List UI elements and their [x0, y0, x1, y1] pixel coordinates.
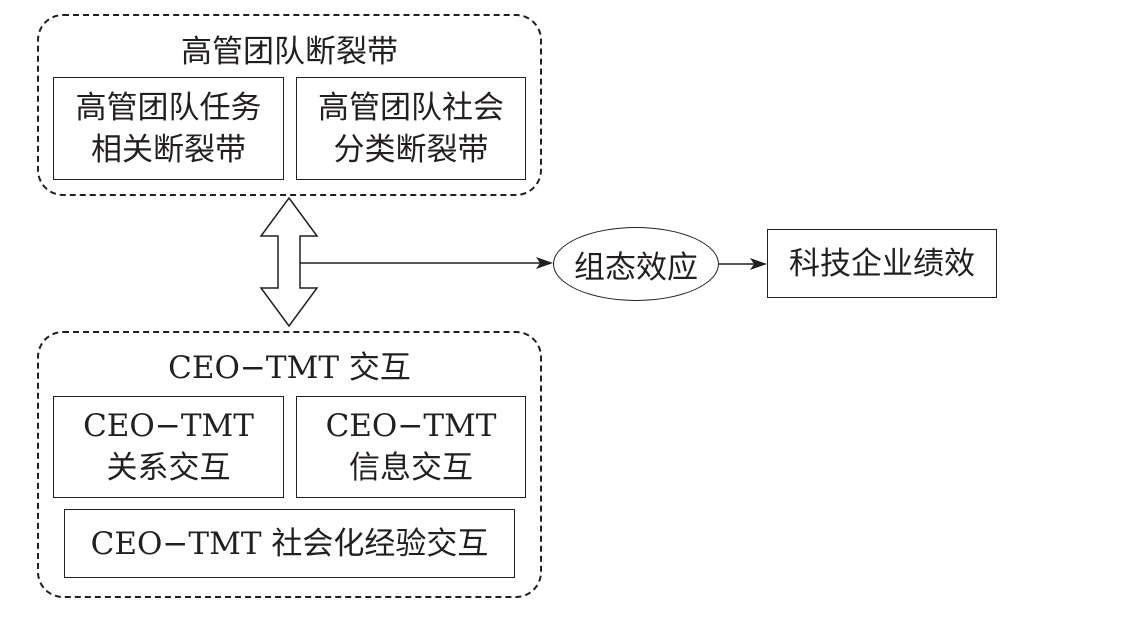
arrow-to-mediator-head: [536, 257, 553, 269]
social-faultline-line2: 分类断裂带: [333, 131, 489, 168]
arrow-to-outcome-head: [750, 258, 767, 270]
double-arrow: [259, 196, 319, 328]
information-interaction-box: CEO−TMT 信息交互: [296, 396, 526, 498]
top-group-title: 高管团队断裂带: [181, 34, 398, 70]
socialization-experience-box: CEO−TMT 社会化经验交互: [64, 509, 515, 578]
task-faultline-line2: 相关断裂带: [91, 131, 246, 168]
relation-interaction-line2: 关系交互: [106, 450, 231, 486]
bottom-group-frame: CEO−TMT 交互: [37, 331, 542, 598]
configuration-effect-ellipse: 组态效应: [553, 227, 719, 301]
task-faultline-box: 高管团队任务 相关断裂带: [53, 77, 284, 180]
social-faultline-line1: 高管团队社会: [318, 89, 504, 126]
task-faultline-line1: 高管团队任务: [75, 89, 262, 126]
information-interaction-line2: 信息交互: [349, 450, 473, 486]
relation-interaction-box: CEO−TMT 关系交互: [53, 396, 284, 498]
bottom-group-title: CEO−TMT 交互: [168, 350, 411, 386]
relation-interaction-line1: CEO−TMT: [83, 408, 254, 444]
top-group-frame: 高管团队断裂带: [37, 14, 542, 196]
firm-performance-box: 科技企业绩效: [767, 229, 997, 298]
information-interaction-line1: CEO−TMT: [325, 408, 497, 444]
social-faultline-box: 高管团队社会 分类断裂带: [296, 77, 526, 180]
